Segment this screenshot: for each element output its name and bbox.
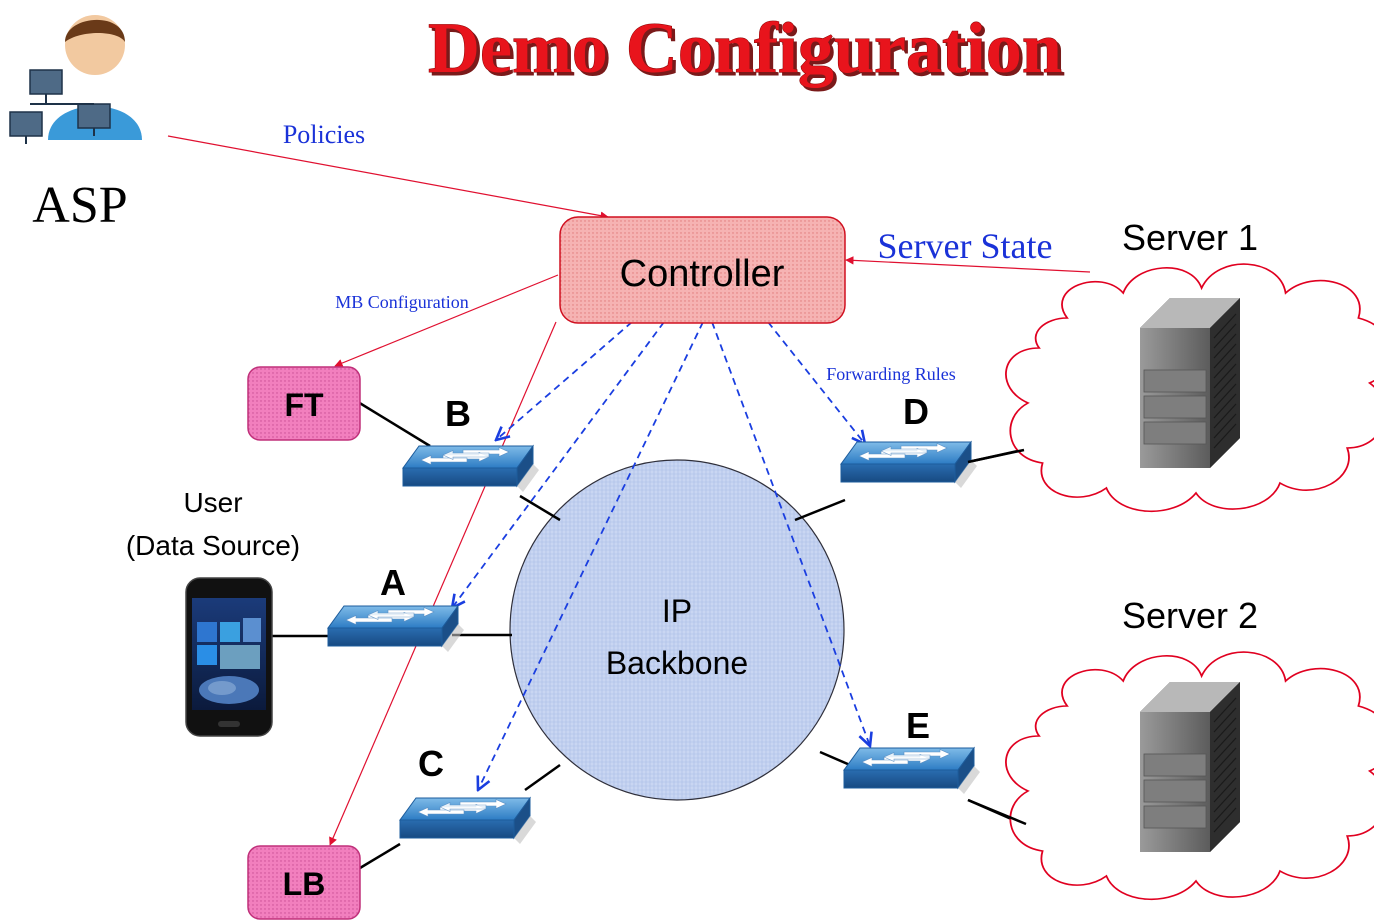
- server-2-icon: [1139, 681, 1241, 853]
- switch-e-label: E: [906, 705, 930, 746]
- server-2-cloud[interactable]: [1005, 651, 1374, 901]
- switch-c-label: C: [418, 743, 444, 784]
- policies-label: Policies: [283, 120, 365, 149]
- asp-label: ASP: [32, 177, 127, 234]
- server-state-label: Server State: [878, 226, 1053, 266]
- server-links: [967, 448, 1027, 826]
- ip-backbone: [509, 459, 845, 801]
- server-2-label: Server 2: [1122, 595, 1258, 636]
- switch-d-label: D: [903, 391, 929, 432]
- forwarding-rules-label: Forwarding Rules: [826, 364, 956, 384]
- middlebox-ft[interactable]: FT: [247, 366, 361, 441]
- switch-a-label: A: [380, 562, 406, 603]
- switch-b-label: B: [445, 393, 471, 434]
- server-1-cloud[interactable]: [1005, 263, 1374, 513]
- middlebox-ft-label: FT: [284, 387, 324, 423]
- mb-configuration-label: MB Configuration: [335, 292, 469, 312]
- switch-a[interactable]: [327, 605, 465, 653]
- middlebox-lb-label: LB: [283, 866, 326, 902]
- controller-label: Controller: [620, 253, 785, 295]
- control-arrows: [167, 135, 1091, 846]
- backbone-label-line1: IP: [662, 593, 692, 629]
- switch-d[interactable]: [840, 441, 978, 489]
- switch-c[interactable]: [399, 797, 537, 845]
- switch-b[interactable]: [402, 445, 540, 493]
- switch-e[interactable]: [843, 747, 981, 795]
- forwarding-rule-arrows: [452, 321, 870, 790]
- user-label-line1: User: [183, 487, 242, 518]
- server-1-label: Server 1: [1122, 217, 1258, 258]
- user-label-line2: (Data Source): [126, 530, 300, 561]
- middlebox-lb[interactable]: LB: [247, 845, 361, 920]
- diagram-title: Demo Configuration: [428, 8, 1062, 88]
- asp-icon: [9, 15, 142, 144]
- server-1-icon: [1139, 297, 1241, 469]
- controller-node[interactable]: Controller: [559, 216, 846, 324]
- backbone-label-line2: Backbone: [606, 645, 748, 681]
- smartphone-icon: [185, 577, 273, 737]
